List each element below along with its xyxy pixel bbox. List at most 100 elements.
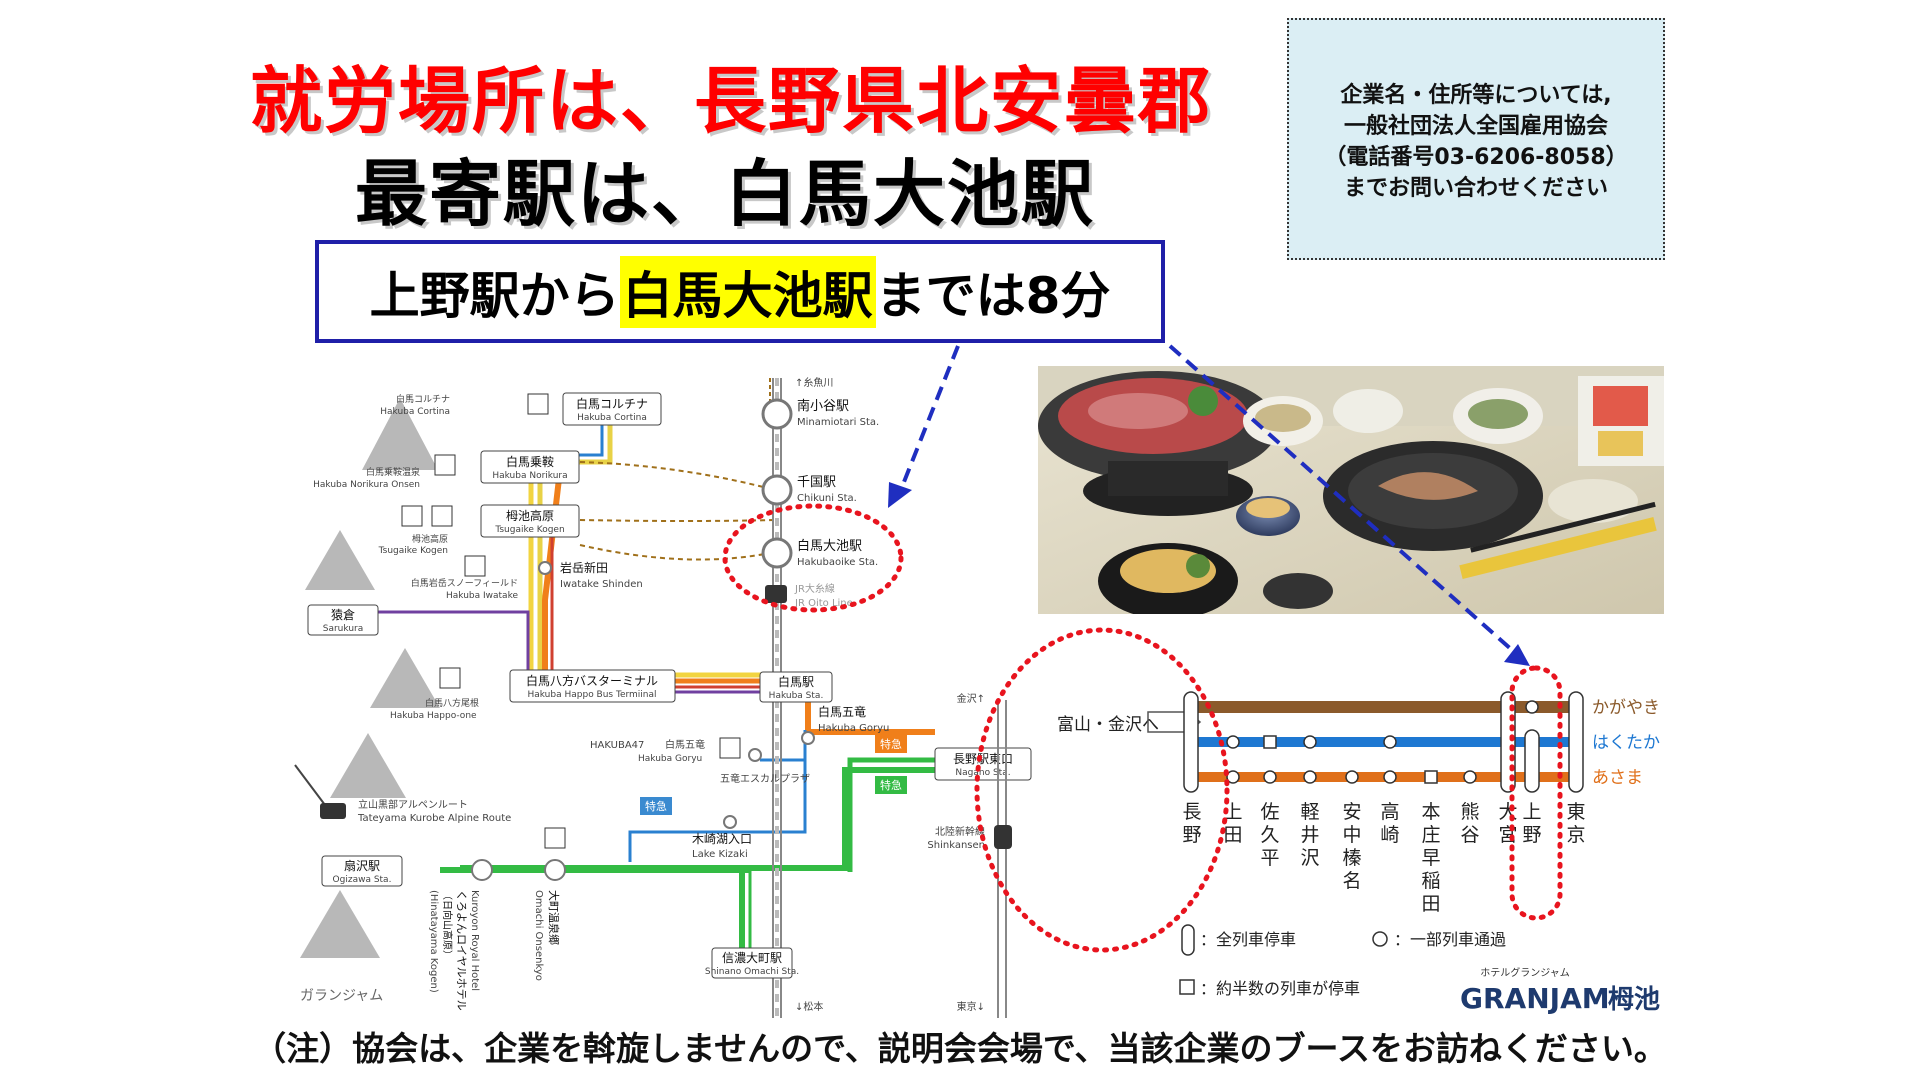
hot-spring-icon <box>544 827 566 849</box>
some-stop-marker <box>1226 735 1240 749</box>
map-label: Omachi Onsenkyo <box>533 890 544 981</box>
station-name-char: 東京 <box>1566 801 1585 846</box>
stop-marker <box>801 731 815 745</box>
arrow-head <box>888 482 912 508</box>
bus-stop-box: 猿倉 Sarukura <box>307 604 379 636</box>
bus-stop-box: 栂池高原 Tsugaike Kogen <box>480 504 580 538</box>
svg-text:Hakuba Norikura: Hakuba Norikura <box>492 471 567 481</box>
all-stop-marker <box>1568 691 1584 793</box>
arrow-head <box>1504 644 1530 666</box>
svg-text:白馬八方バスターミナル: 白馬八方バスターミナル <box>526 673 658 688</box>
svg-text:Ogizawa Sta.: Ogizawa Sta. <box>333 875 392 885</box>
map-watermark: ガランジャム <box>300 988 383 1004</box>
map-label: HAKUBA47 <box>590 740 644 751</box>
service-label: かがやき <box>1592 698 1660 718</box>
map-label: Tateyama Kurobe Alpine Route <box>357 813 511 824</box>
bus-stop-box: 白馬コルチナ Hakuba Cortina <box>562 392 662 426</box>
station-name-char: 高崎 <box>1380 801 1399 846</box>
map-label: Minamiotari Sta. <box>797 417 879 428</box>
ski-icon <box>434 454 456 476</box>
express-label: 特急 <box>880 737 902 751</box>
some-stop-marker <box>1463 770 1477 784</box>
service-label: はくたか <box>1592 733 1660 753</box>
mountain-icon <box>370 648 440 708</box>
shinkansen-diagram: 富山・金沢へ 長野 上田 佐久平 軽井沢 安 <box>1057 691 1660 1015</box>
svg-text:長野駅東口: 長野駅東口 <box>953 752 1013 766</box>
express-badge <box>875 735 907 753</box>
stop-marker <box>538 561 552 575</box>
map-label: 木崎湖入口 <box>692 831 752 846</box>
notice-line: までお問い合わせください <box>1343 176 1608 201</box>
map-label: Hakuba Cortina <box>380 407 450 417</box>
direction-label: 富山・金沢へ <box>1057 715 1159 735</box>
map-label: 南小谷駅 <box>797 398 849 414</box>
legend-half-icon <box>1179 979 1195 995</box>
logo-name: GRANJAM <box>1460 982 1610 1015</box>
svg-text:信濃大町駅: 信濃大町駅 <box>722 951 782 965</box>
express-badge <box>640 797 672 815</box>
map-label: Hakuba Iwatake <box>446 591 518 601</box>
map-label: （日向山高原） <box>441 890 454 960</box>
pointer-arrow <box>898 345 960 493</box>
mountain-icon <box>362 398 438 470</box>
main-title: 就労場所は、長野県北安曇郡 <box>250 59 1213 143</box>
half-stop-marker <box>1424 770 1438 784</box>
station-name-char: 上野 <box>1522 801 1541 846</box>
svg-text:Shinano Omachi Sta.: Shinano Omachi Sta. <box>705 967 799 977</box>
svg-text:Hakuba Cortina: Hakuba Cortina <box>577 413 647 423</box>
ski-icon <box>719 737 741 759</box>
notice-line: 企業名・住所等については, <box>1340 83 1612 108</box>
station-box: 信濃大町駅 Shinano Omachi Sta. <box>705 947 799 979</box>
footnote: （注）協会は、企業を斡旋しませんので、説明会会場で、当該企業のブースをお訪ねくだ… <box>253 1029 1667 1068</box>
ropeway-icon <box>431 505 453 527</box>
some-stop-marker <box>1263 770 1277 784</box>
some-stop-marker <box>1383 770 1397 784</box>
svg-text:Nagano Sta.: Nagano Sta. <box>955 768 1010 778</box>
some-stop-marker <box>1383 735 1397 749</box>
station-name-char: 長野 <box>1182 801 1201 846</box>
map-label: JR Oito Line <box>794 598 853 609</box>
bus-icon <box>320 803 346 819</box>
map-label: Tsugaike Kogen <box>378 546 448 556</box>
map-label: (Hinatayama Kogen) <box>428 890 439 993</box>
station-name-char: 熊谷 <box>1460 801 1479 846</box>
map-label: Iwatake Shinden <box>560 579 643 590</box>
station-marker <box>761 537 793 569</box>
station-name-char: 軽井沢 <box>1300 801 1319 869</box>
logo-kana: ホテルグランジャム <box>1480 966 1570 979</box>
highlight-station: 白馬大池駅 <box>619 255 876 328</box>
some-stop-marker <box>1525 700 1539 714</box>
train-icon <box>765 585 787 603</box>
station-box: 白馬駅 Hakuba Sta. <box>759 671 833 703</box>
logo-kanji: 栂池 <box>1608 985 1660 1015</box>
map-label: 大町温泉郷 <box>547 890 561 945</box>
stop-marker <box>723 815 737 829</box>
legend-some-text: ：一部列車通過 <box>1394 930 1506 949</box>
map-label: Hakuba Goryu <box>638 754 702 764</box>
station-box: 長野駅東口 Nagano Sta. <box>934 747 1032 781</box>
map-label: Kuroyon Royal Hotel <box>469 890 480 991</box>
map-label: くろよんロイヤルホテル <box>455 890 468 1011</box>
station-name-char: 佐久平 <box>1260 801 1279 869</box>
some-stop-marker <box>1303 735 1317 749</box>
map-label: Hakuba Goryu <box>818 723 889 734</box>
service-label: あさま <box>1592 768 1643 788</box>
legend-all-text: ：全列車停車 <box>1200 930 1296 949</box>
all-stop-marker <box>1524 729 1540 793</box>
station-marker <box>761 398 793 430</box>
some-stop-marker <box>1226 770 1240 784</box>
ski-icon <box>527 393 549 415</box>
mountain-icon <box>300 890 380 958</box>
map-label: 金沢↑ <box>957 692 985 705</box>
station-name-char: 安中榛名 <box>1342 801 1361 892</box>
ski-icon <box>464 555 486 577</box>
map-label: Hakuba Norikura Onsen <box>313 480 420 490</box>
mountain-icon <box>305 530 375 590</box>
some-stop-marker <box>1303 770 1317 784</box>
map-label: ↑糸魚川 <box>795 376 833 389</box>
map-label: 千国駅 <box>797 475 836 490</box>
map-label: 白馬五竜 <box>818 704 866 719</box>
map-label: 北陸新幹線 <box>935 825 985 838</box>
svg-text:Sarukura: Sarukura <box>323 624 364 634</box>
